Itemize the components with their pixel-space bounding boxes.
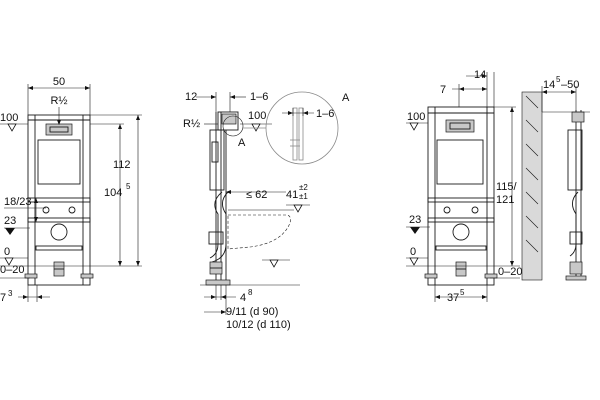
level-0-icon bbox=[4, 257, 14, 266]
wall-gap-label: 14 bbox=[543, 79, 555, 91]
cistern-2 bbox=[436, 139, 484, 185]
width-37-label: 37 bbox=[447, 292, 459, 304]
dist-62-label: ≤ 62 bbox=[246, 189, 267, 201]
detail-dim-label: 1–6 bbox=[316, 108, 334, 120]
floor-range-label: 0–20 bbox=[0, 264, 24, 276]
front2-level-100-label: 100 bbox=[407, 111, 425, 123]
level-23-icon bbox=[5, 228, 15, 235]
level-marker-icon bbox=[7, 123, 17, 132]
level-100-label: 100 bbox=[0, 112, 18, 124]
side-thread-label: R½ bbox=[183, 118, 200, 130]
wall bbox=[521, 91, 543, 281]
frame-outline-2 bbox=[427, 106, 495, 286]
cistern-side bbox=[209, 129, 225, 191]
front2-floor-label: 0–20 bbox=[498, 266, 522, 278]
front2-height2-label: 121 bbox=[496, 194, 514, 206]
offset-label: 7 bbox=[0, 292, 6, 304]
pipe-size-line1: 9/11 (d 90) bbox=[226, 306, 278, 318]
cistern-side-2 bbox=[567, 129, 583, 191]
cistern bbox=[37, 139, 81, 185]
flush-actuator bbox=[221, 113, 237, 125]
dist-41-label: 41 bbox=[286, 189, 298, 201]
front2-height-label: 115/ bbox=[496, 181, 518, 193]
dist-41-sub: ±1 bbox=[299, 192, 308, 201]
depth-12-label: 12 bbox=[185, 91, 197, 103]
thread-label: R½ bbox=[50, 95, 67, 107]
detail-circle bbox=[265, 91, 339, 165]
dist-4-sup: 8 bbox=[248, 288, 253, 297]
front-view-2: 14 7 100 115/ 121 23 0 0–20 37 5 bbox=[406, 69, 522, 304]
width-label: 50 bbox=[53, 76, 65, 88]
height-inner-label: 104 bbox=[104, 187, 122, 199]
frame-outline bbox=[27, 114, 91, 286]
side-level-100-label: 100 bbox=[248, 110, 266, 122]
detail-a: 1–6 A bbox=[242, 91, 350, 165]
drain-connector-2 bbox=[452, 223, 470, 241]
dim-14-label: 14 bbox=[474, 69, 486, 81]
flush-pipe bbox=[209, 191, 223, 259]
width-37-sup: 5 bbox=[460, 288, 465, 297]
wall-gap-tail: –50 bbox=[561, 79, 579, 91]
offset-sup: 3 bbox=[8, 289, 13, 298]
dist-41-sup: ±2 bbox=[299, 183, 308, 192]
side-view: 12 1–6 R½ A 100 ≤ 62 41 ±2 ±1 bbox=[183, 91, 310, 331]
front2-level-0-label: 0 bbox=[410, 246, 416, 258]
pipe-size-line2: 10/12 (d 110) bbox=[226, 319, 291, 331]
dim-7-label: 7 bbox=[440, 84, 446, 96]
drain-connector bbox=[50, 223, 68, 241]
height-label: 112 bbox=[113, 159, 131, 171]
wall-gap-sup: 5 bbox=[556, 75, 561, 84]
detail-a-label: A bbox=[342, 92, 350, 104]
level-0-label: 0 bbox=[4, 246, 10, 258]
front-view: 50 R½ 100 112 104 5 18/23 23 0 0–20 bbox=[0, 76, 142, 304]
height-inner-sup: 5 bbox=[126, 182, 131, 191]
depth-1-6-label: 1–6 bbox=[250, 91, 268, 103]
range-top-label: 18/23 bbox=[4, 196, 32, 208]
toilet-bowl bbox=[227, 214, 291, 250]
wall-section-view: 14 5 –50 bbox=[521, 75, 590, 281]
callout-a-label: A bbox=[238, 137, 246, 149]
detail-callout bbox=[222, 115, 244, 137]
level-23-label: 23 bbox=[4, 215, 16, 227]
dist-4-label: 4 bbox=[240, 292, 246, 304]
front2-level-23-label: 23 bbox=[409, 214, 421, 226]
